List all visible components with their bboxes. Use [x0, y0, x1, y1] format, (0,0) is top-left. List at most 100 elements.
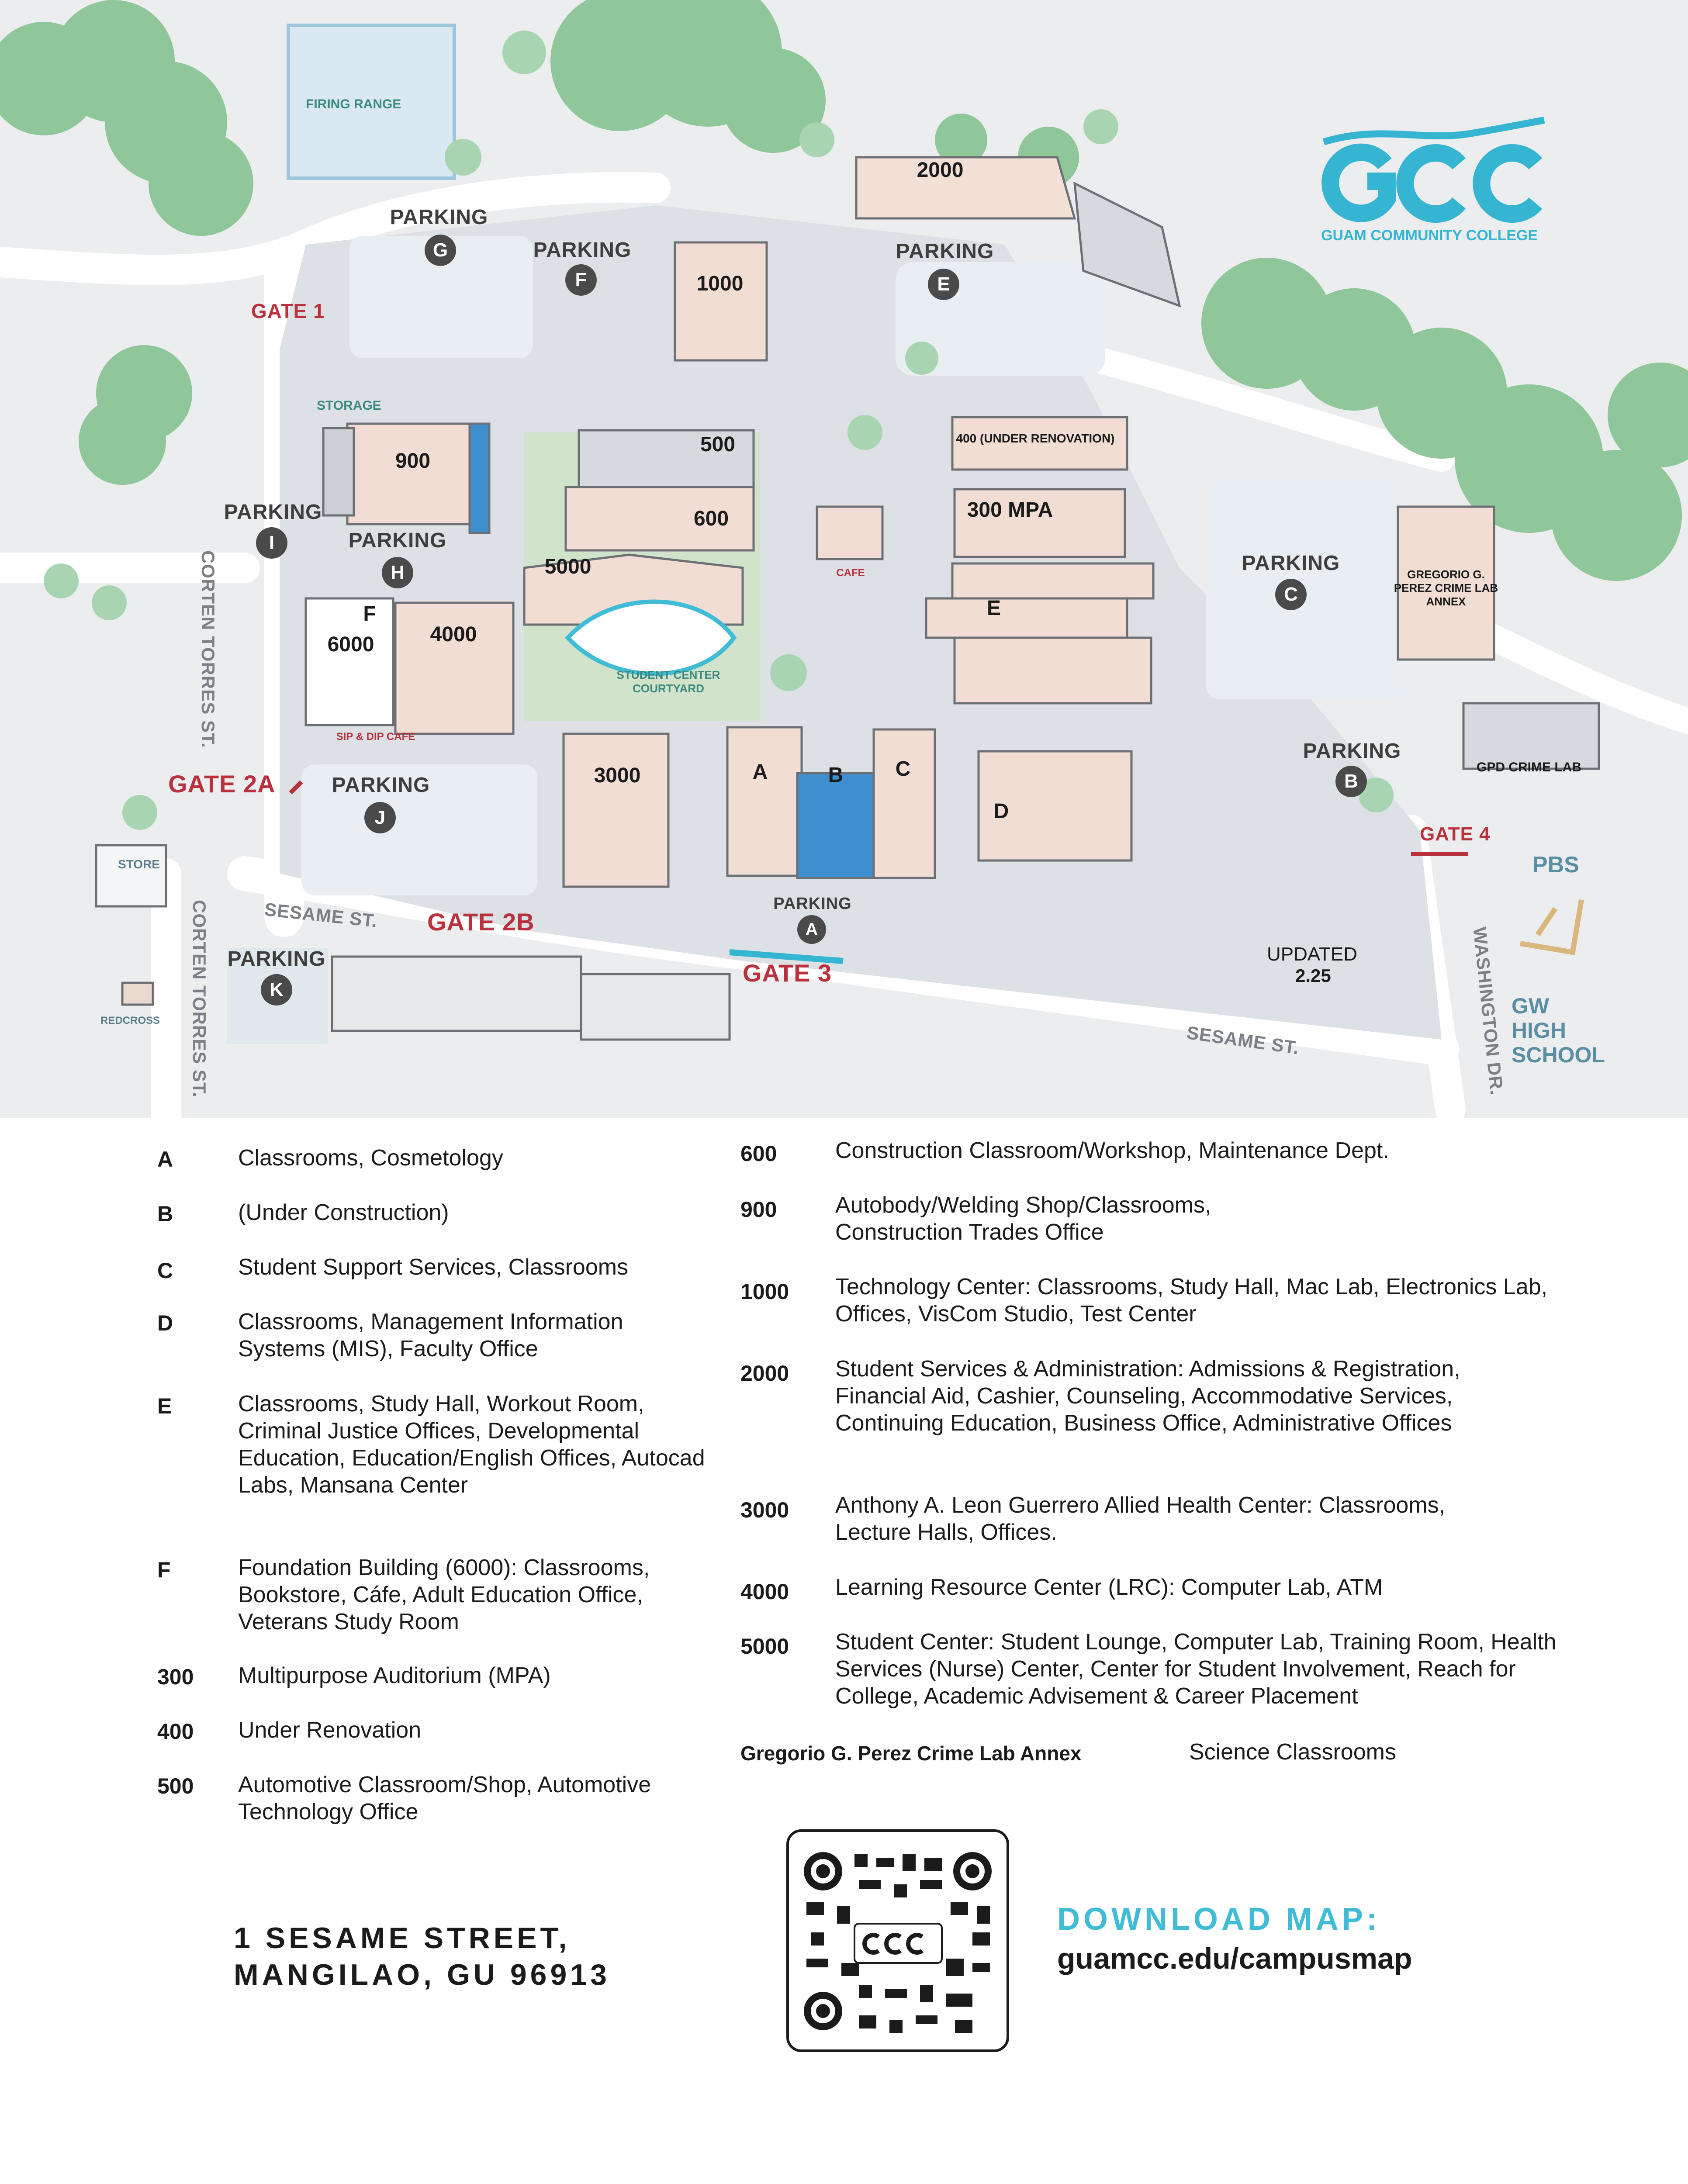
parking-c-label: PARKING [1242, 552, 1340, 575]
parking-c-badge: C [1275, 579, 1307, 610]
parking-b-label: PARKING [1303, 740, 1401, 763]
building-a-label: A [752, 760, 768, 784]
download-map-link[interactable]: guamcc.edu/campusmap [1057, 1942, 1412, 1975]
building-900-label: 900 [395, 449, 431, 473]
parking-h-label: PARKING [348, 529, 447, 552]
courtyard-label: STUDENT CENTER COURTYARD [616, 668, 720, 695]
legend-key: 300 [157, 1665, 194, 1689]
parking-a-badge: A [797, 915, 826, 944]
gate-4-label: GATE 4 [1420, 823, 1491, 845]
storage-label: STORAGE [317, 398, 381, 413]
gate-2b-label: GATE 2B [427, 908, 535, 936]
building-3000-label: 3000 [594, 764, 641, 787]
campus-map: GUAM COMMUNITY COLLEGE FIRING RANGE STOR… [0, 0, 1688, 1118]
updated-value: 2.25 [1295, 965, 1331, 986]
sip-dip-label: SIP & DIP CAFE [336, 731, 415, 743]
legend-key: F [157, 1558, 171, 1582]
legend-desc: Anthony A. Leon Guerrero Allied Health C… [835, 1493, 1446, 1545]
gw-high-label: GW HIGH SCHOOL [1512, 994, 1605, 1067]
building-6000-label: 6000 [327, 633, 374, 656]
building-f-label: F [363, 602, 376, 625]
legend-key: 4000 [740, 1579, 789, 1604]
address-line-1: 1 SESAME STREET, [234, 1921, 571, 1955]
building-1000-label: 1000 [696, 272, 744, 295]
parking-i-badge: I [256, 527, 287, 559]
updated-label: UPDATED [1267, 943, 1357, 965]
logo-college-name: GUAM COMMUNITY COLLEGE [1321, 227, 1538, 244]
legend-key: 900 [740, 1197, 777, 1222]
gate-3-label: GATE 3 [743, 959, 832, 987]
building-2000-label: 2000 [917, 159, 964, 182]
parking-g-label: PARKING [390, 206, 488, 229]
download-map-title: DOWNLOAD MAP: [1057, 1902, 1380, 1937]
legend-desc-crime-lab: Science Classrooms [1189, 1739, 1396, 1765]
building-b-label: B [828, 764, 844, 787]
legend-key: 1000 [740, 1279, 789, 1304]
building-e-label: E [986, 597, 1001, 620]
legend-key: E [157, 1394, 172, 1418]
firing-range-label: FIRING RANGE [306, 97, 401, 111]
gate-2a-label: GATE 2A [168, 770, 276, 798]
legend-key: B [157, 1202, 173, 1226]
gcc-logo: GUAM COMMUNITY COLLEGE [1315, 116, 1551, 256]
cafe-label: CAFE [836, 567, 865, 579]
parking-k-label: PARKING [227, 947, 326, 971]
map-graphic [0, 0, 1688, 1118]
legend-key: 500 [157, 1774, 194, 1798]
building-d-label: D [993, 800, 1009, 823]
legend-desc: Under Renovation [238, 1717, 422, 1743]
campus-address: 1 SESAME STREET, MANGILAO, GU 96913 [234, 1920, 610, 1993]
legend-desc: (Under Construction) [238, 1200, 449, 1225]
legend-desc: Autobody/Welding Shop/Classrooms, Constr… [835, 1192, 1211, 1245]
legend-key: 600 [740, 1141, 777, 1166]
gpd-crime-lab-label: GPD CRIME LAB [1477, 760, 1581, 774]
corten-torres-upper-label: CORTEN TORRES ST. [198, 550, 218, 748]
building-600-label: 600 [693, 507, 729, 530]
parking-a-label: PARKING [773, 895, 852, 913]
legend-key: 5000 [740, 1634, 789, 1659]
redcross-label: REDCROSS [100, 1015, 160, 1026]
legend-key-crime-lab: Gregorio G. Perez Crime Lab Annex [740, 1742, 1082, 1765]
legend-key: 400 [157, 1719, 194, 1744]
legend-key: A [157, 1147, 173, 1171]
legend-desc: Classrooms, Management Information Syste… [238, 1309, 623, 1362]
legend-desc: Classrooms, Study Hall, Workout Room, Cr… [238, 1391, 705, 1498]
gate-1-label: GATE 1 [251, 300, 325, 322]
legend-desc: Classrooms, Cosmetology [238, 1145, 503, 1171]
building-500-label: 500 [700, 433, 736, 456]
legend-desc: Foundation Building (6000): Classrooms, … [238, 1555, 650, 1635]
gcc-logo-mark [1321, 117, 1545, 223]
parking-f-badge: F [565, 264, 597, 296]
parking-i-label: PARKING [224, 501, 322, 524]
legend-desc: Student Center: Student Lounge, Computer… [835, 1629, 1557, 1709]
building-c-label: C [895, 757, 911, 781]
parking-k-badge: K [261, 974, 292, 1006]
legend-desc: Technology Center: Classrooms, Study Hal… [835, 1274, 1548, 1327]
parking-f-label: PARKING [533, 238, 632, 262]
parking-h-badge: H [382, 557, 413, 588]
building-4000-label: 4000 [430, 623, 477, 646]
legend-desc: Multipurpose Auditorium (MPA) [238, 1663, 551, 1688]
building-5000-label: 5000 [544, 555, 591, 578]
crime-lab-annex-label: GREGORIO G. PEREZ CRIME LAB ANNEX [1394, 568, 1498, 608]
legend-desc: Construction Classroom/Workshop, Mainten… [835, 1138, 1389, 1163]
parking-g-badge: G [425, 235, 456, 266]
building-400-label: 400 (UNDER RENOVATION) [956, 432, 1115, 445]
address-line-2: MANGILAO, GU 96913 [234, 1958, 610, 1991]
qr-code-graphic [804, 1852, 992, 2033]
legend-key: C [157, 1258, 173, 1283]
legend-desc: Student Support Services, Classrooms [238, 1254, 629, 1280]
parking-e-badge: E [928, 269, 959, 300]
parking-j-badge: J [364, 802, 396, 833]
qr-code[interactable] [786, 1829, 1009, 2052]
legend-desc: Learning Resource Center (LRC): Computer… [835, 1575, 1383, 1600]
legend-desc: Automotive Classroom/Shop, Automotive Te… [238, 1772, 651, 1825]
legend-key: 2000 [740, 1361, 789, 1386]
parking-b-badge: B [1335, 766, 1367, 797]
legend-key: 3000 [740, 1498, 789, 1522]
parking-e-label: PARKING [896, 240, 994, 263]
building-300-label: 300 MPA [967, 498, 1053, 522]
legend-key: D [157, 1311, 173, 1335]
store-label: STORE [118, 857, 160, 871]
legend-desc: Student Services & Administration: Admis… [835, 1356, 1460, 1436]
